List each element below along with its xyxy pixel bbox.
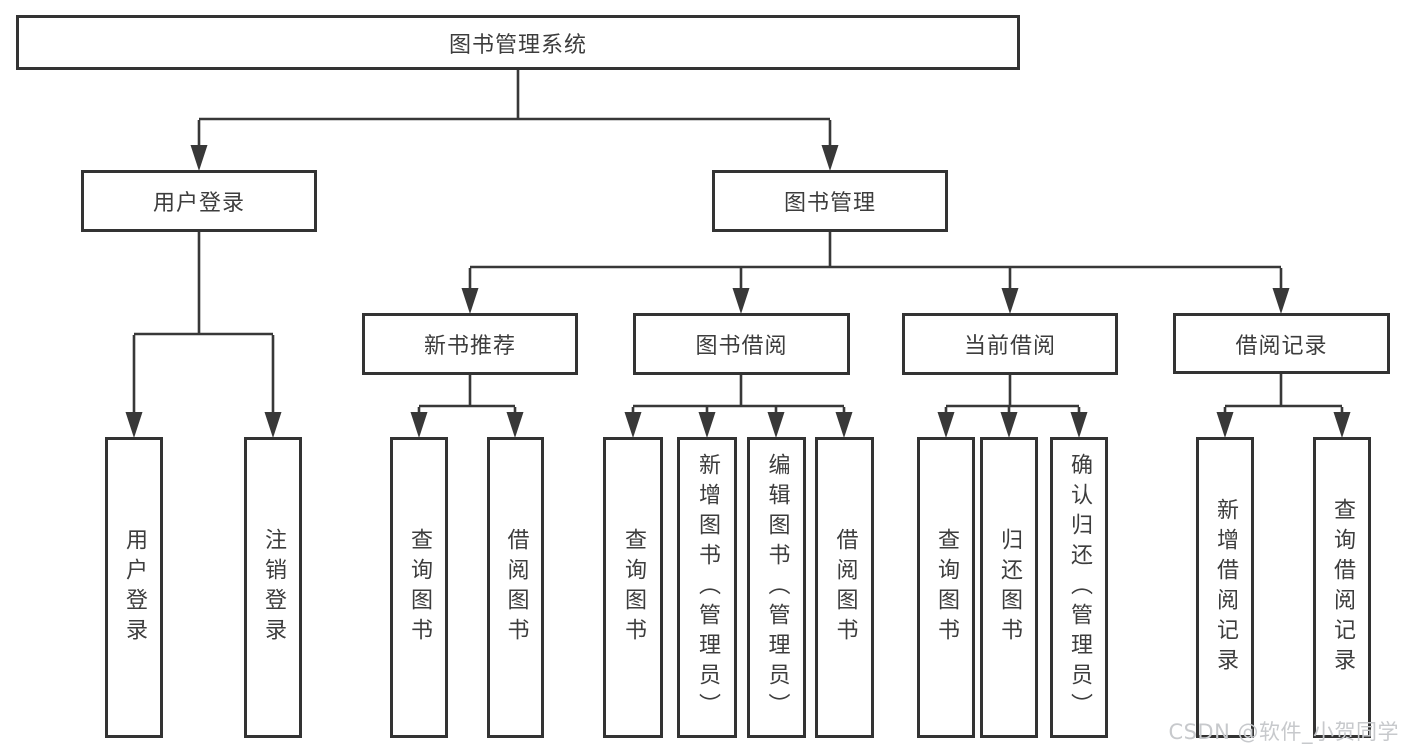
leaf-return-books: 归还图书 <box>980 437 1038 738</box>
connector-new-book-recommend <box>410 374 524 438</box>
leaf-query-books-recommend: 查询图书 <box>390 437 448 738</box>
leaf-borrow-books-recommend: 借阅图书 <box>487 437 544 738</box>
leaf-confirm-return-admin: 确认归还（管理员） <box>1050 437 1108 738</box>
connector-book-borrow <box>624 374 853 438</box>
leaf-query-books-borrow: 查询图书 <box>603 437 663 738</box>
connector-book-management <box>461 232 1290 314</box>
node-library-management-system: 图书管理系统 <box>16 15 1020 70</box>
csdn-watermark: CSDN @软件_小贺同学 <box>1168 720 1399 744</box>
connector-current-borrow <box>937 374 1088 438</box>
connector-root <box>190 70 839 171</box>
leaf-query-books-current: 查询图书 <box>917 437 975 738</box>
connector-borrow-records <box>1216 374 1351 438</box>
leaf-query-borrow-record: 查询借阅记录 <box>1313 437 1371 738</box>
leaf-user-login: 用户登录 <box>105 437 163 738</box>
leaf-add-books-admin: 新增图书（管理员） <box>677 437 737 738</box>
node-book-management: 图书管理 <box>712 170 948 232</box>
node-current-borrow: 当前借阅 <box>902 313 1118 375</box>
node-user-login: 用户登录 <box>81 170 317 232</box>
node-borrow-records: 借阅记录 <box>1173 313 1390 374</box>
node-new-book-recommend: 新书推荐 <box>362 313 578 375</box>
leaf-logout: 注销登录 <box>244 437 302 738</box>
leaf-borrow-books: 借阅图书 <box>815 437 874 738</box>
leaf-add-borrow-record: 新增借阅记录 <box>1196 437 1254 738</box>
node-book-borrow: 图书借阅 <box>633 313 850 375</box>
connector-user-login <box>125 232 282 438</box>
leaf-edit-books-admin: 编辑图书（管理员） <box>747 437 806 738</box>
